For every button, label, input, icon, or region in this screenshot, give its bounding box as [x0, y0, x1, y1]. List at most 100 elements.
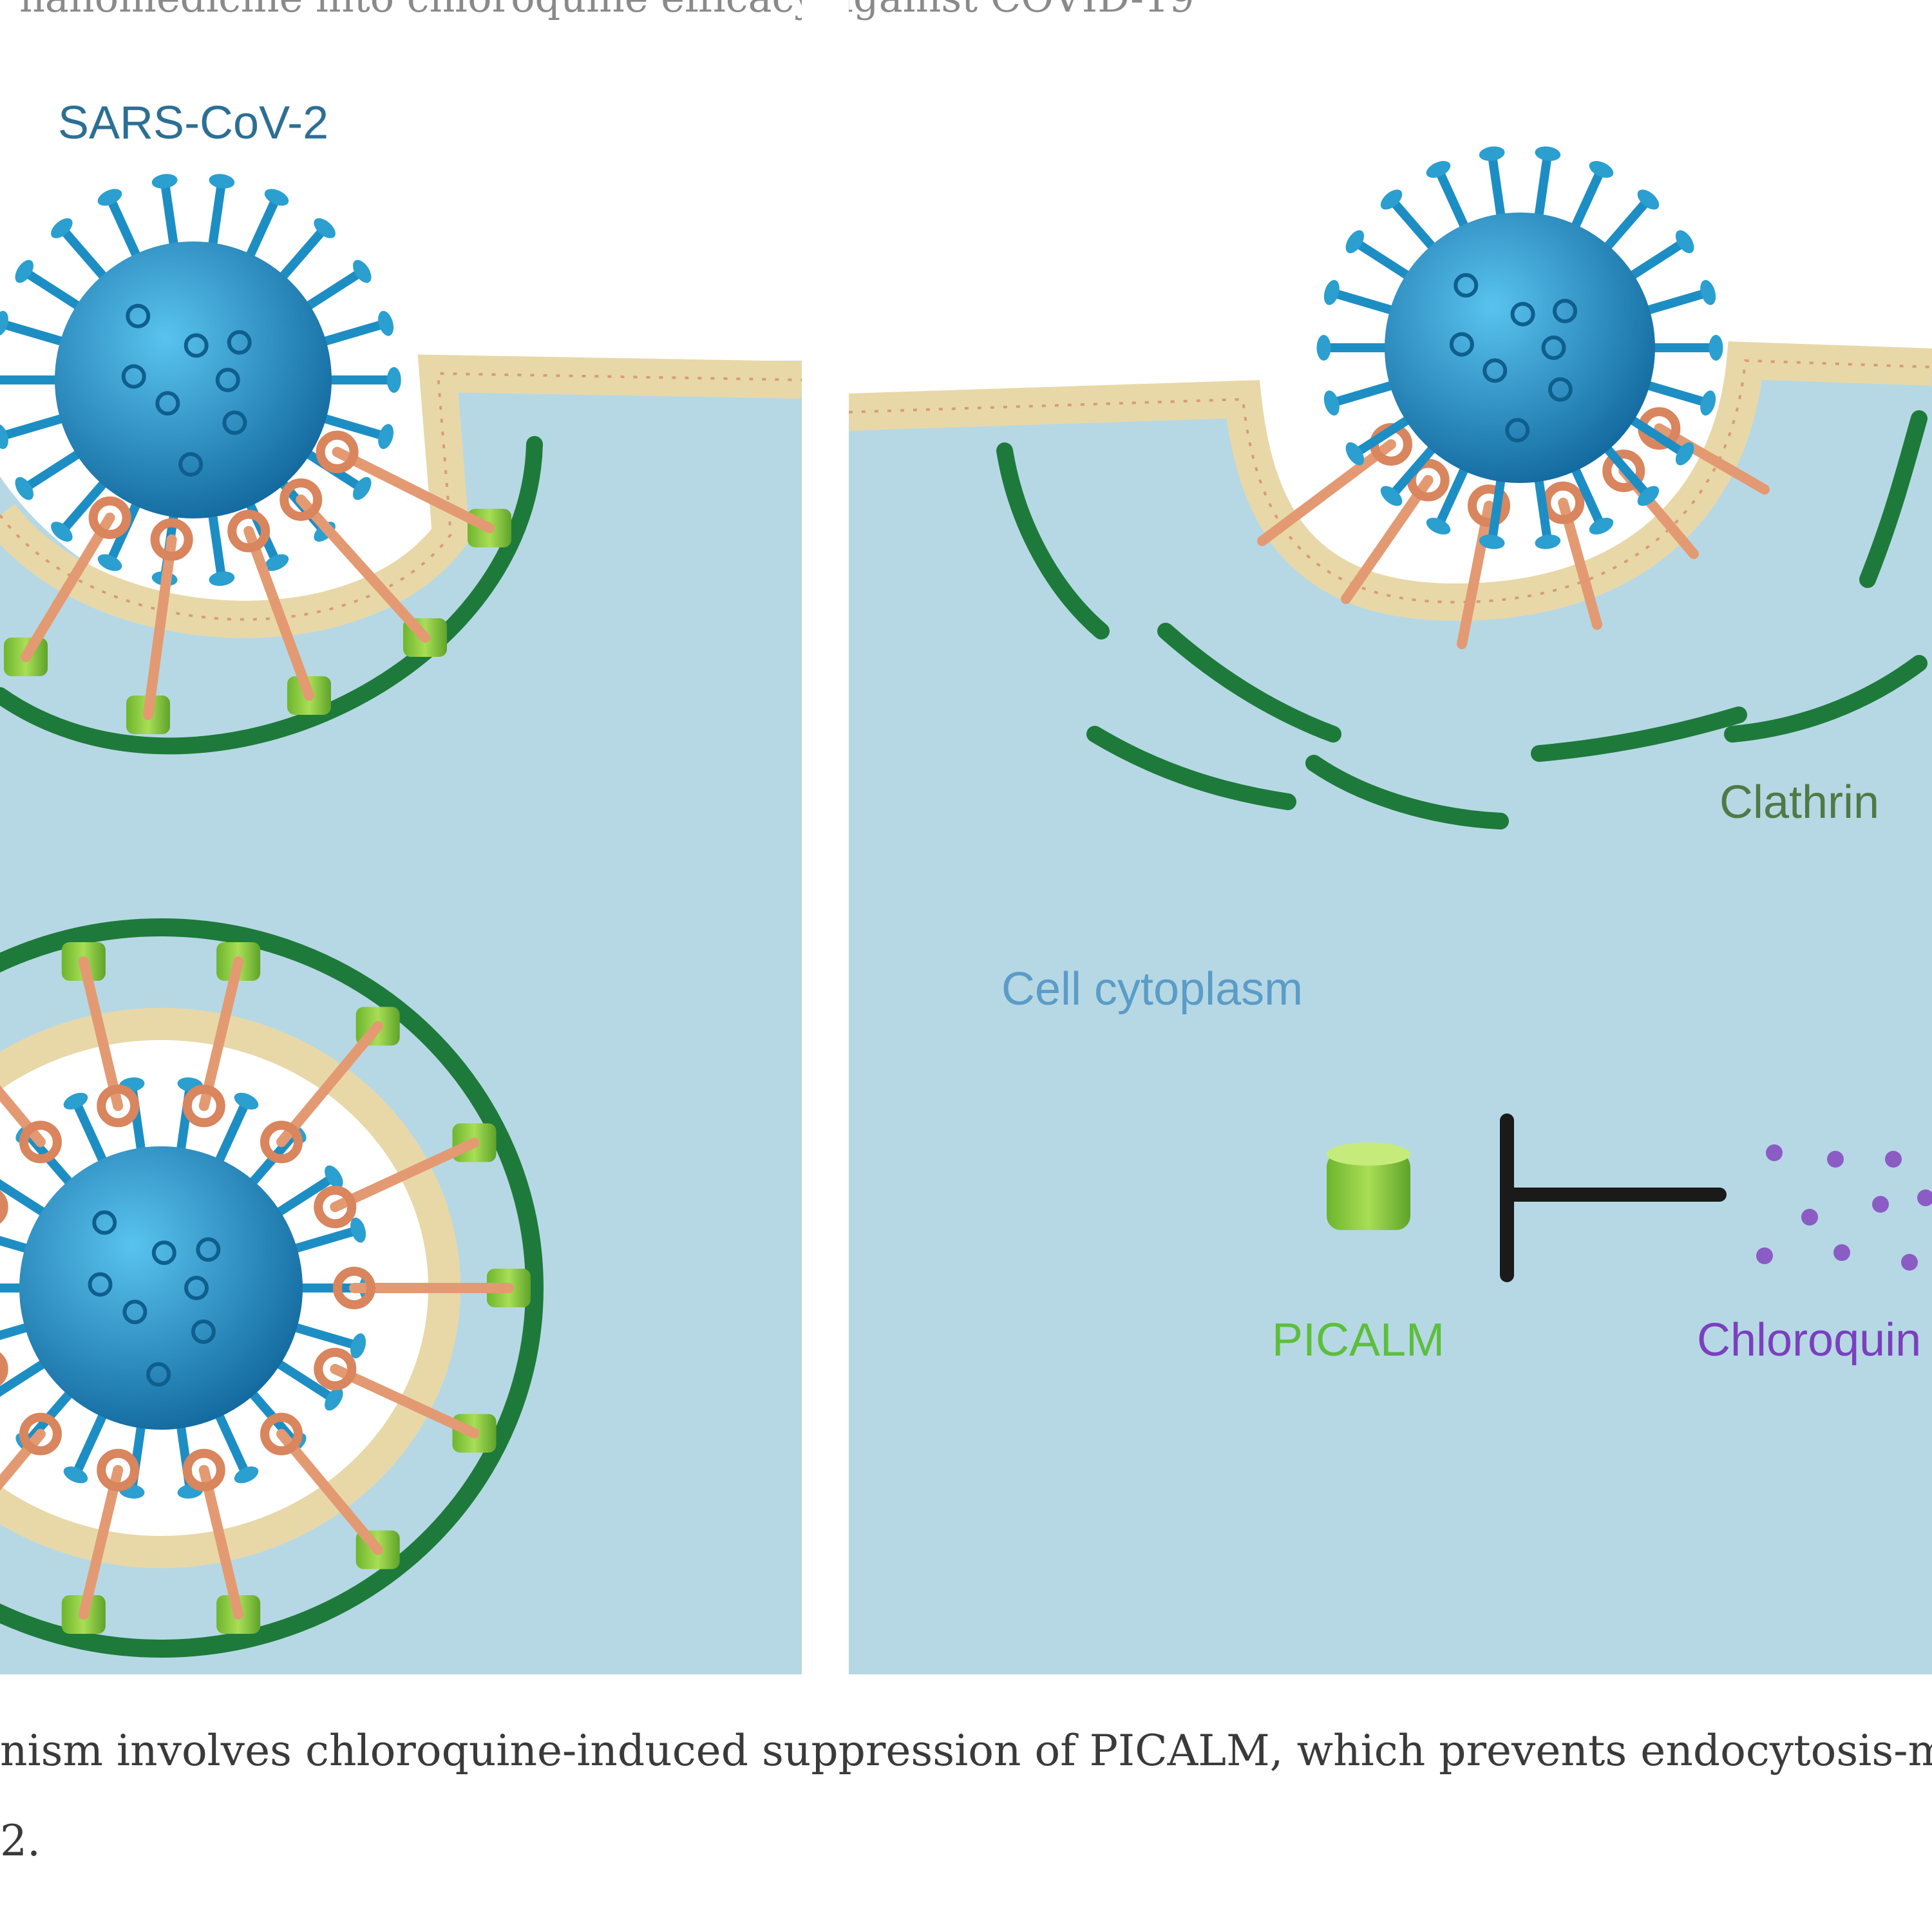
ace2-receptor [78, 1464, 124, 1620]
left-panel [0, 174, 802, 1674]
ace2-receptor [330, 1363, 480, 1439]
surface-protein [122, 1300, 147, 1325]
label-picalm: PICALM [1272, 1314, 1444, 1366]
ace2-receptor [143, 534, 177, 720]
spike-tip [1479, 535, 1505, 549]
surface-protein [1505, 418, 1530, 443]
surface-protein [196, 1237, 221, 1262]
chloroquine-molecule [1766, 1144, 1783, 1161]
ace2-receptor [1257, 439, 1396, 546]
ace2-receptor [0, 1085, 46, 1148]
spike-tip [63, 1092, 88, 1110]
surface-protein [222, 410, 247, 435]
ace2-receptor [198, 956, 244, 1112]
spike-tip [51, 218, 73, 238]
ace2-receptor [276, 1021, 383, 1148]
spike-tip [264, 554, 289, 571]
ace2-receptor [330, 1137, 480, 1213]
receptor-head [279, 478, 323, 521]
receptor-head [150, 518, 193, 561]
spike-tip [51, 522, 73, 542]
receptor-head [260, 1121, 303, 1164]
spike-tip [353, 260, 372, 283]
ace2-receptor [243, 526, 314, 701]
surface-protein [121, 364, 146, 389]
spike-tip [350, 1333, 366, 1359]
mechanism-diagram: SARS-CoV-2 Clathrin Cell cytoplasm PICAL… [0, 97, 1932, 1674]
receptor-head [88, 496, 131, 539]
chloroquine-molecule [1833, 1244, 1850, 1261]
spike-tip [1589, 161, 1614, 178]
surface-protein [227, 330, 252, 355]
receptor-head [314, 1186, 357, 1229]
spike-tip [1380, 486, 1403, 506]
clathrin-fragment [1305, 755, 1509, 829]
clathrin-fragment [1724, 655, 1927, 743]
receptor-head [333, 1267, 375, 1309]
receptor-head [0, 1190, 8, 1224]
spike-tip [1535, 535, 1561, 549]
label-sars-cov-2: SARS-CoV-2 [58, 97, 328, 149]
spike-tip [1700, 279, 1716, 305]
spike-tip [1535, 146, 1561, 161]
caption-line-2: 2. [0, 1816, 41, 1866]
spike-tip [97, 189, 122, 206]
right-panel [849, 146, 1932, 1674]
receptor-head [97, 1448, 140, 1492]
vesicle-clathrin-coat [0, 918, 544, 1658]
spike-tip [1675, 442, 1694, 466]
receptor-head [97, 1084, 140, 1128]
spike-tip [234, 1092, 259, 1110]
receptor-head [260, 1412, 303, 1455]
spike-tip [386, 367, 401, 393]
chloroquine-molecule [1756, 1247, 1773, 1264]
label-clathrin: Clathrin [1719, 777, 1879, 828]
ace2-receptor [0, 1428, 46, 1491]
picalm-protein [1327, 1142, 1410, 1230]
spike-tip [378, 424, 394, 450]
spike-tip [264, 189, 289, 206]
spike-tip [1380, 189, 1403, 210]
spike-tip [1479, 146, 1505, 161]
spike-tip [1709, 335, 1723, 361]
spike-tip [209, 174, 235, 189]
receptor-head [227, 509, 270, 553]
surface-protein [92, 1210, 117, 1235]
surface-protein [1510, 301, 1535, 327]
clathrin-fragment [1859, 410, 1927, 588]
surface-protein [1449, 332, 1474, 357]
spike-tip [1316, 335, 1331, 361]
clathrin-fragment [996, 442, 1110, 639]
ace2-receptor [21, 512, 115, 662]
virus-particle [0, 174, 401, 586]
clathrin-fragments [996, 410, 1927, 829]
surface-protein [1553, 298, 1578, 323]
spike-tip [15, 477, 33, 500]
spike-tip [0, 310, 8, 336]
spike-tip [1589, 517, 1614, 535]
spike-tip [314, 218, 336, 238]
clathrin-fragment [1157, 623, 1341, 743]
surface-protein [126, 303, 151, 328]
spike-tip [350, 1217, 366, 1243]
chloroquine-molecule [1872, 1196, 1889, 1213]
receptor-head [1467, 484, 1510, 527]
surface-protein [1541, 336, 1566, 360]
virus-body [1385, 213, 1655, 483]
chloroquine-molecule [1917, 1189, 1932, 1206]
surface-protein [155, 391, 180, 416]
spike-tip [1675, 230, 1694, 254]
spike-tip [1323, 390, 1340, 416]
virus-particle [1316, 146, 1723, 549]
spike-tip [1426, 517, 1451, 535]
chloroquine-molecule [1901, 1254, 1918, 1271]
spike-tip [0, 424, 8, 450]
chloroquine-molecules [1756, 1144, 1932, 1271]
virus-body [19, 1146, 303, 1430]
surface-protein [151, 1240, 176, 1265]
spike-tip [1700, 390, 1716, 416]
spike-tip [1637, 189, 1660, 210]
spike-tip [63, 1466, 88, 1484]
ace2-receptor [1341, 475, 1434, 604]
